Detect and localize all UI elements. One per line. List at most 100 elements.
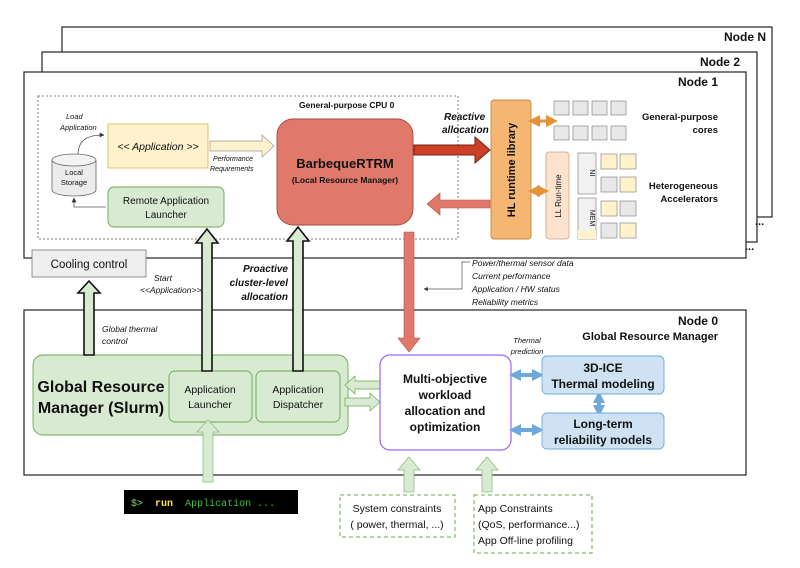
remote-application-launcher: [107, 186, 225, 228]
core-cell: [610, 100, 627, 116]
proactive-allocation-3: allocation: [241, 292, 288, 303]
application-launcher-label-2: Launcher: [188, 399, 232, 411]
app-constraints-label-2: (QoS, performance...): [478, 519, 580, 531]
dispatcher-to-bbque-arrow: [285, 225, 311, 372]
node-0-subtitle: Global Resource Manager: [582, 331, 718, 343]
grm-label-1: Global Resource: [37, 379, 164, 396]
remote-launcher-label-1: Remote Application: [123, 196, 209, 207]
sensor-info-4: Reliability metrics: [472, 297, 539, 307]
sensor-info-pointer: [423, 261, 470, 292]
app-constraints-label-1: App Constraints: [478, 503, 553, 515]
accelerator-cell: [619, 176, 637, 193]
terminal-prompt: $>: [131, 498, 143, 510]
reliability-label-2: reliability models: [554, 433, 652, 447]
terminal-to-launcher-arrow: [196, 419, 220, 483]
node-dots-upper: ...: [755, 216, 764, 228]
mem-label: MEM: [588, 210, 595, 227]
app-constraints-label-3: App Off-line profiling: [478, 535, 573, 547]
application-launcher-label-1: Application: [184, 384, 236, 396]
sensor-info-1: Power/thermal sensor data: [472, 258, 574, 268]
reliability-models-box: [541, 412, 665, 450]
accelerator-cell: [600, 153, 618, 170]
ll-runtime-label: LL Run-time: [554, 174, 563, 218]
application-launcher-box: [168, 370, 253, 423]
terminal-box: [124, 490, 298, 514]
application-dispatcher-label-1: Application: [272, 384, 324, 396]
core-cell: [553, 100, 570, 116]
proactive-allocation-2: cluster-level: [230, 278, 289, 289]
multi-objective-optimizer: [379, 354, 512, 451]
sensor-info-2: Current performance: [472, 271, 551, 281]
node-dots-lower: ...: [745, 241, 754, 253]
accelerator-cell: [600, 200, 618, 217]
accelerator-cell: [600, 176, 618, 193]
remote-launcher-label-2: Launcher: [145, 210, 187, 221]
thermal-prediction-1: Thermal: [513, 336, 541, 345]
ice-subtitle: Thermal modeling: [551, 377, 654, 391]
heterogeneous-accelerators-label-1: Heterogeneous: [649, 181, 718, 192]
hl-runtime-library: [490, 99, 532, 240]
cpu-region: [37, 95, 459, 240]
launcher-to-storage-arrow: [71, 197, 106, 208]
mem-accent: [578, 230, 596, 239]
accelerator-cell: [619, 222, 637, 239]
load-arrow: [77, 132, 105, 156]
thermal-modeling-box: [541, 355, 665, 395]
global-thermal-control-1: Global thermal: [102, 324, 158, 334]
app-constraints-box: [473, 494, 593, 554]
proactive-allocation-1: Proactive: [243, 264, 288, 275]
global-thermal-control-2: control: [102, 336, 129, 346]
feedback-arrow: [426, 192, 491, 216]
accelerator-cell: [600, 222, 618, 239]
core-cell: [572, 100, 589, 116]
optimizer-label-1: Multi-objective: [403, 372, 487, 386]
optimizer-label-4: optimization: [410, 420, 481, 434]
node-0-label: Node 0: [678, 314, 718, 328]
optimizer-to-grm-arrow: [344, 375, 381, 395]
reliability-label-1: Long-term: [573, 417, 632, 431]
cooling-control-label: Cooling control: [51, 259, 128, 271]
accelerator-cell: [619, 153, 637, 170]
ni-label: NI: [588, 169, 597, 177]
barbeque-rtrm: [276, 118, 414, 226]
application-dispatcher-box: [255, 370, 341, 423]
launcher-to-remote-arrow: [194, 227, 220, 372]
hl-runtime-label: HL runtime library: [506, 122, 518, 217]
optimizer-label-3: allocation and: [405, 404, 486, 418]
start-application-2: <<Application>>: [140, 285, 201, 295]
barbeque-subtitle: (Local Resource Manager): [292, 175, 398, 185]
system-constraints-arrow: [397, 456, 421, 493]
application-dispatcher-label-2: Dispatcher: [273, 399, 324, 411]
system-constraints-label-2: ( power, thermal, ...): [350, 519, 443, 531]
grm-to-optimizer-arrow: [344, 392, 381, 412]
load-application-label-2: Application: [59, 123, 97, 132]
optimizer-label-2: workload: [418, 388, 472, 402]
terminal-command: run: [155, 499, 173, 510]
heterogeneous-accelerators-label-2: Accelerators: [660, 194, 718, 205]
general-purpose-cores-label-1: General-purpose: [642, 112, 718, 123]
cooling-control-box: [31, 249, 147, 278]
sensor-info-3: Application / HW status: [471, 284, 561, 294]
node-n-label: Node N: [724, 30, 766, 44]
barbeque-title: BarbequeRTRM: [296, 156, 394, 171]
local-storage-label-1: Local: [65, 168, 83, 177]
core-cell: [553, 125, 570, 141]
terminal-line: $> run Application ...: [131, 498, 275, 510]
application-box: [107, 123, 209, 169]
node-1-label: Node 1: [678, 75, 718, 89]
cpu-label: General-purpose CPU 0: [299, 100, 395, 110]
local-storage-label-2: Storage: [61, 178, 87, 187]
general-purpose-cores-grid: [553, 100, 627, 141]
reactive-allocation-2: allocation: [442, 125, 489, 136]
core-cell: [591, 125, 608, 141]
core-cell: [572, 125, 589, 141]
accelerator-cell: [619, 200, 637, 217]
app-to-bbque-arrow: [209, 134, 275, 158]
general-purpose-cores-label-2: cores: [693, 125, 718, 136]
ice-title: 3D-ICE: [583, 361, 622, 375]
thermal-control-arrow: [76, 279, 102, 356]
accelerators-grid: [600, 153, 637, 239]
ni-block: [577, 152, 597, 195]
terminal-argument: Application ...: [185, 498, 275, 510]
